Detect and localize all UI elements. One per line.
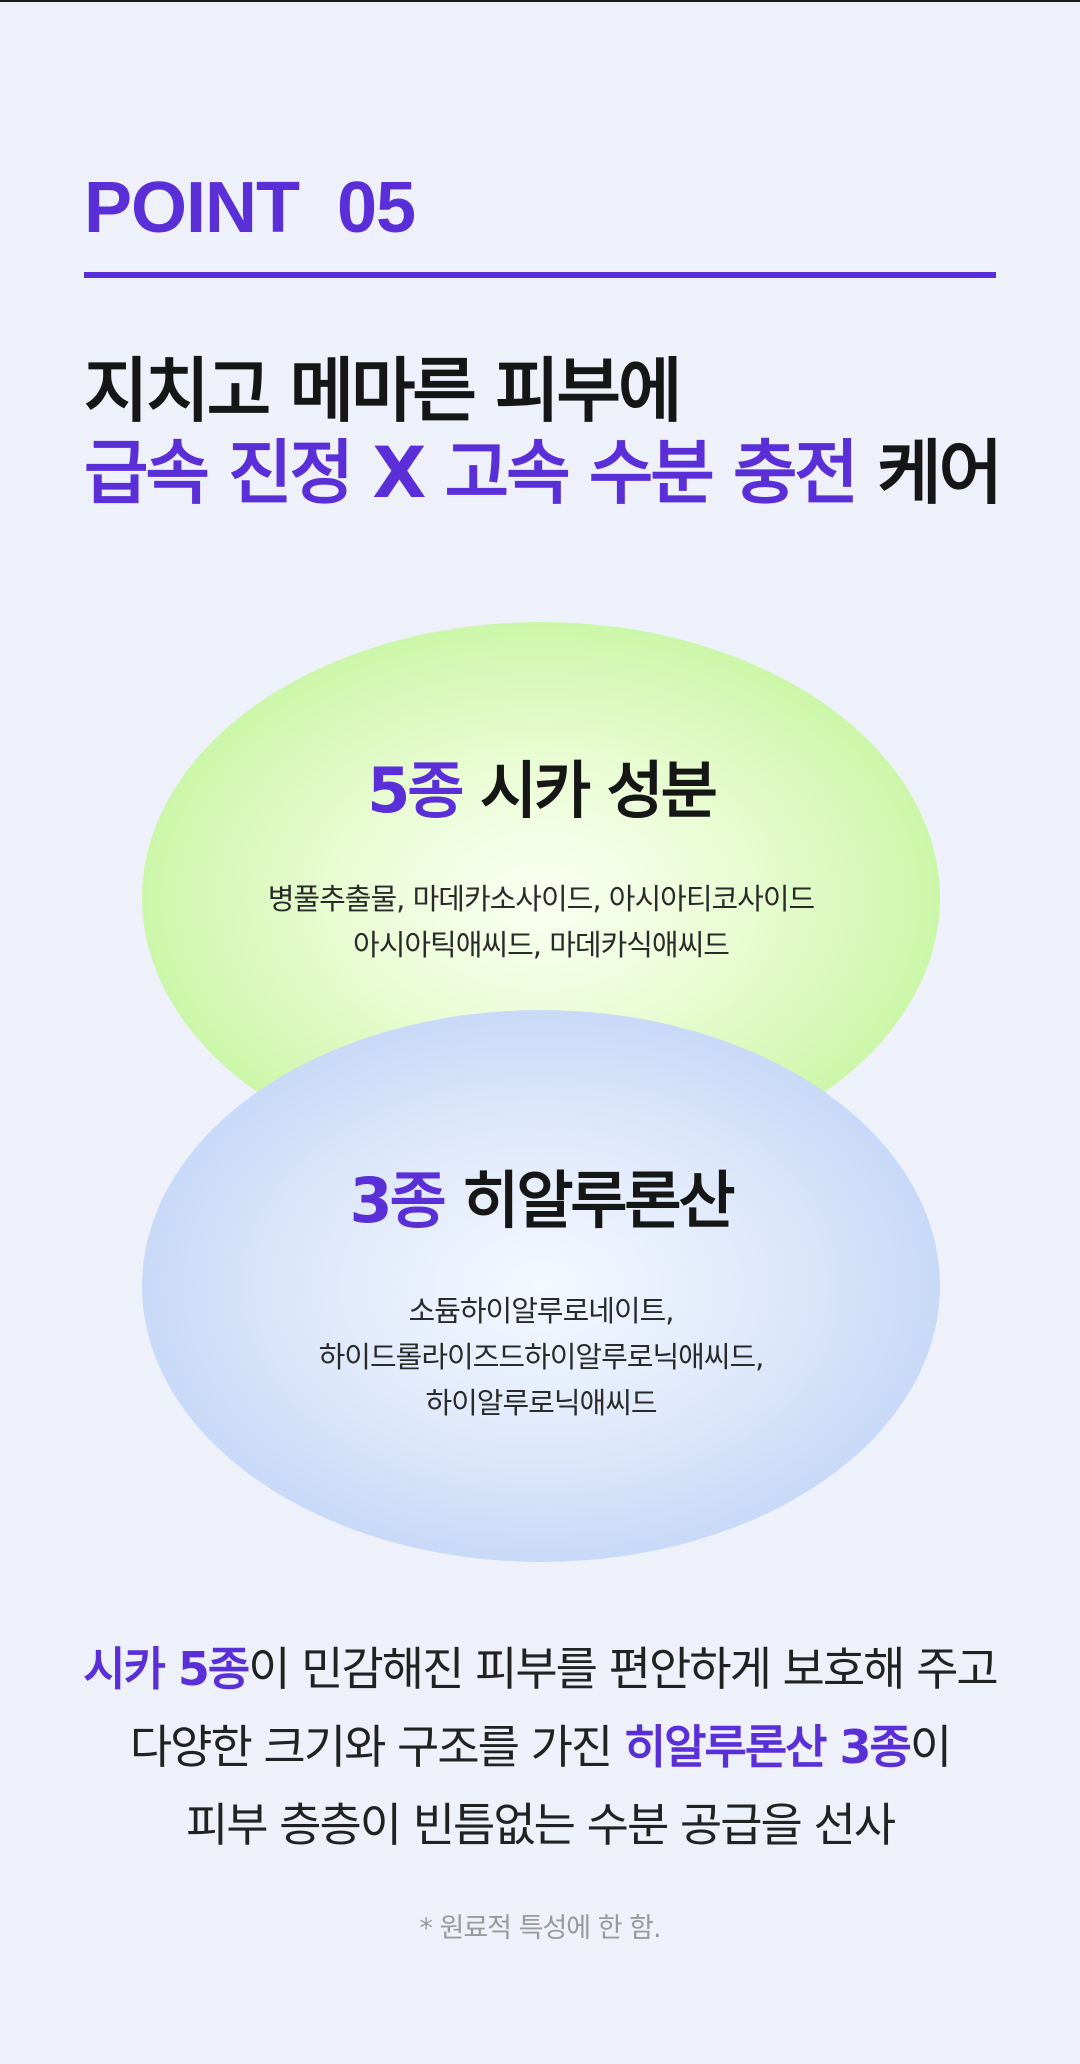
cica-title: 5종 시카 성분 bbox=[142, 740, 940, 830]
summary-cica-accent: 시카 5종 bbox=[83, 1642, 250, 1696]
cica-name: 시카 성분 bbox=[461, 754, 718, 827]
headline-accent: 급속 진정 X 고속 수분 충전 bbox=[84, 432, 859, 514]
headline-line-2: 급속 진정 X 고속 수분 충전 케어 bbox=[84, 432, 1003, 514]
hyaluronic-desc-line-1: 소듐하이알루로네이트, bbox=[408, 1294, 674, 1328]
cica-desc-line-1: 병풀추출물, 마데카소사이드, 아시아티코사이드 bbox=[267, 882, 815, 916]
top-border bbox=[0, 0, 1080, 2]
summary-line-3: 피부 층층이 빈틈없는 수분 공급을 선사 bbox=[185, 1798, 896, 1852]
summary-hyaluronic-accent: 히알루론산 3종 bbox=[623, 1720, 912, 1774]
cica-count: 5종 bbox=[367, 754, 464, 827]
cica-desc-line-2: 아시아틱애씨드, 마데카식애씨드 bbox=[353, 928, 730, 962]
headline-line-1: 지치고 메마른 피부에 bbox=[84, 350, 682, 432]
hyaluronic-description: 소듐하이알루로네이트, 하이드롤라이즈드하이알루로닉애씨드, 하이알루로닉애씨드 bbox=[142, 1288, 940, 1426]
summary-line-2-start: 다양한 크기와 구조를 가진 bbox=[129, 1720, 624, 1774]
summary-line-1-rest: 이 민감해진 피부를 편안하게 보호해 주고 bbox=[248, 1642, 999, 1696]
hyaluronic-desc-line-2: 하이드롤라이즈드하이알루로닉애씨드, bbox=[318, 1340, 765, 1374]
cica-description: 병풀추출물, 마데카소사이드, 아시아티코사이드 아시아틱애씨드, 마데카식애씨… bbox=[142, 876, 940, 968]
hyaluronic-title: 3종 히알루론산 bbox=[142, 1150, 940, 1240]
hyaluronic-name: 히알루론산 bbox=[443, 1164, 735, 1237]
hyaluronic-count: 3종 bbox=[349, 1164, 447, 1237]
summary-line-2: 다양한 크기와 구조를 가진 히알루론산 3종이 bbox=[0, 1708, 1080, 1786]
headline: 지치고 메마른 피부에 급속 진정 X 고속 수분 충전 케어 bbox=[84, 350, 1003, 514]
point-label: POINT 05 bbox=[84, 168, 416, 248]
summary-line-1: 시카 5종이 민감해진 피부를 편안하게 보호해 주고 bbox=[0, 1630, 1080, 1708]
hyaluronic-desc-line-3: 하이알루로닉애씨드 bbox=[425, 1386, 657, 1420]
hyaluronic-circle: 3종 히알루론산 소듐하이알루로네이트, 하이드롤라이즈드하이알루로닉애씨드, … bbox=[142, 1010, 940, 1562]
point-divider bbox=[84, 272, 996, 278]
headline-rest: 케어 bbox=[855, 432, 1003, 514]
footnote: * 원료적 특성에 한 함. bbox=[419, 1913, 661, 1944]
summary-line-2-end: 이 bbox=[909, 1720, 952, 1774]
summary-text: 시카 5종이 민감해진 피부를 편안하게 보호해 주고 다양한 크기와 구조를 … bbox=[0, 1630, 1080, 1864]
